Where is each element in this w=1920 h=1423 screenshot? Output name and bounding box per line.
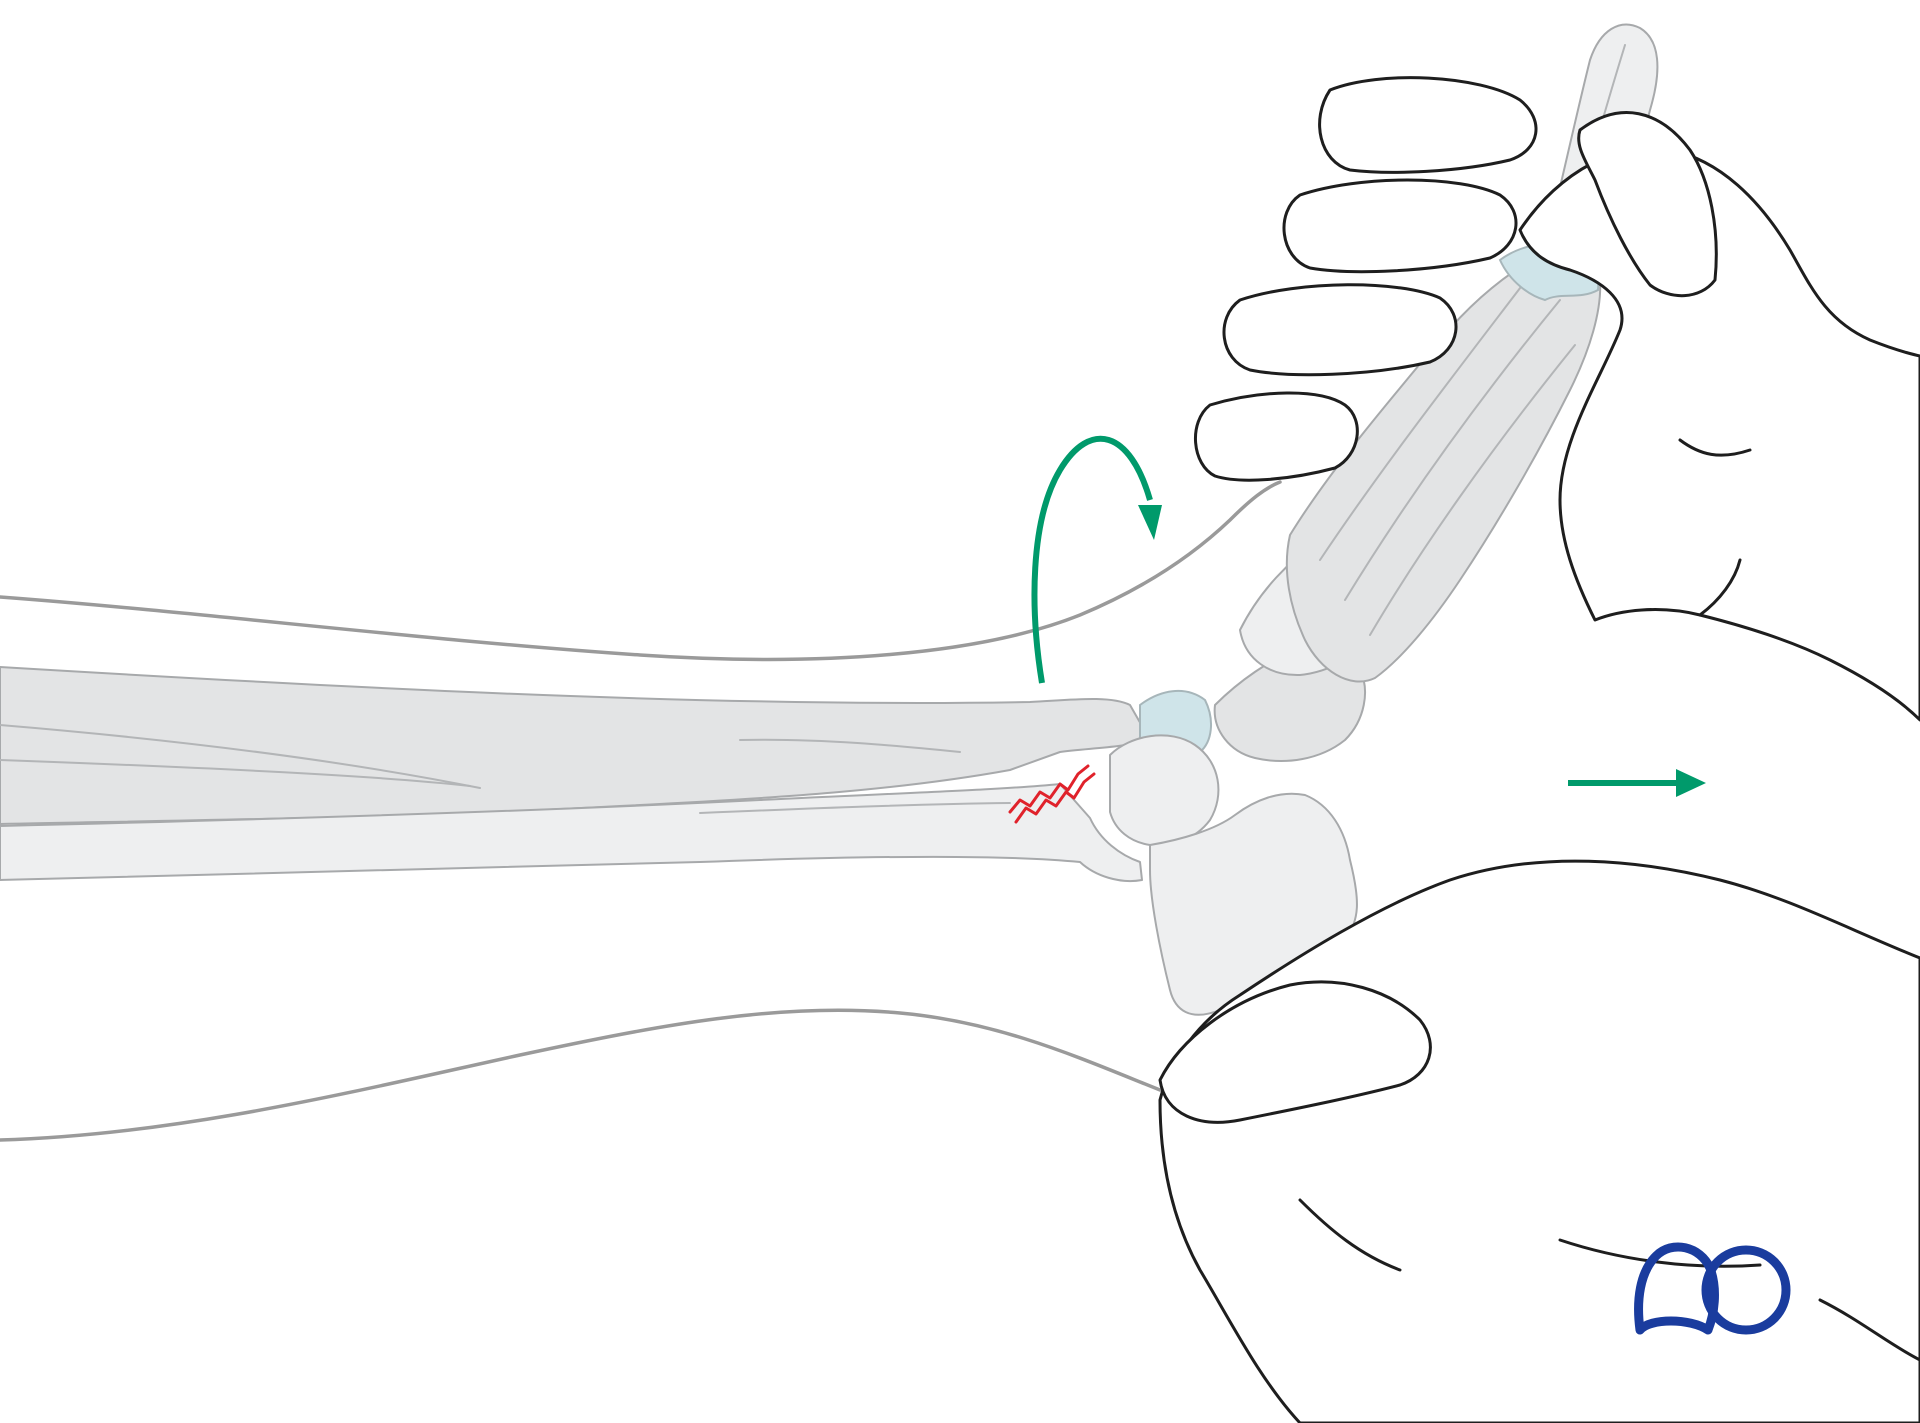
upper-finger-3 <box>1222 283 1458 377</box>
rotation-arrow-head <box>1138 505 1162 540</box>
leg-upper-contour <box>0 480 1282 662</box>
tibia-crest-line <box>0 724 481 789</box>
metatarsal-line-1 <box>1319 274 1531 561</box>
lower-finger-line <box>1818 1298 1920 1362</box>
fibula <box>0 783 1143 882</box>
upper-hand-palm <box>1518 146 1920 722</box>
right-arrow-icon <box>1568 769 1706 797</box>
ao-logo-o <box>1701 1245 1791 1335</box>
upper-wrist-line <box>1698 558 1742 617</box>
tibia-fibula <box>0 666 1151 882</box>
metatarsal-line-2 <box>1344 299 1561 601</box>
fracture-line-2 <box>1014 772 1096 824</box>
fibula-shaft-line <box>699 802 1011 814</box>
lower-hand <box>1158 859 1920 1423</box>
lower-thumb <box>1158 980 1432 1124</box>
fracture <box>1008 764 1096 824</box>
leg-outline <box>0 480 1282 1142</box>
tibia-medullary-line <box>0 759 471 787</box>
rotation-arrow-path <box>1031 435 1153 684</box>
ao-logo-icon: AO <box>1634 1242 1791 1335</box>
lower-knuckle-line-1 <box>1298 1198 1402 1272</box>
curved-rotation-arrow-icon <box>1031 435 1162 684</box>
upper-finger-2 <box>1282 178 1518 274</box>
traction-arrow-head <box>1676 769 1706 797</box>
fracture-line-1 <box>1008 764 1090 814</box>
ao-logo-a <box>1634 1242 1719 1335</box>
upper-thumb <box>1577 111 1718 298</box>
upper-finger-1 <box>1318 76 1538 174</box>
tibia-plafond-line <box>739 738 961 753</box>
talus <box>1109 734 1220 847</box>
upper-thumb-crease <box>1678 438 1752 457</box>
metatarsal-line-3 <box>1369 344 1576 636</box>
leg-lower-contour <box>0 1008 1162 1142</box>
upper-hand <box>1194 76 1920 722</box>
foot-skeleton <box>1109 23 1659 1016</box>
upper-finger-4 <box>1194 391 1359 482</box>
